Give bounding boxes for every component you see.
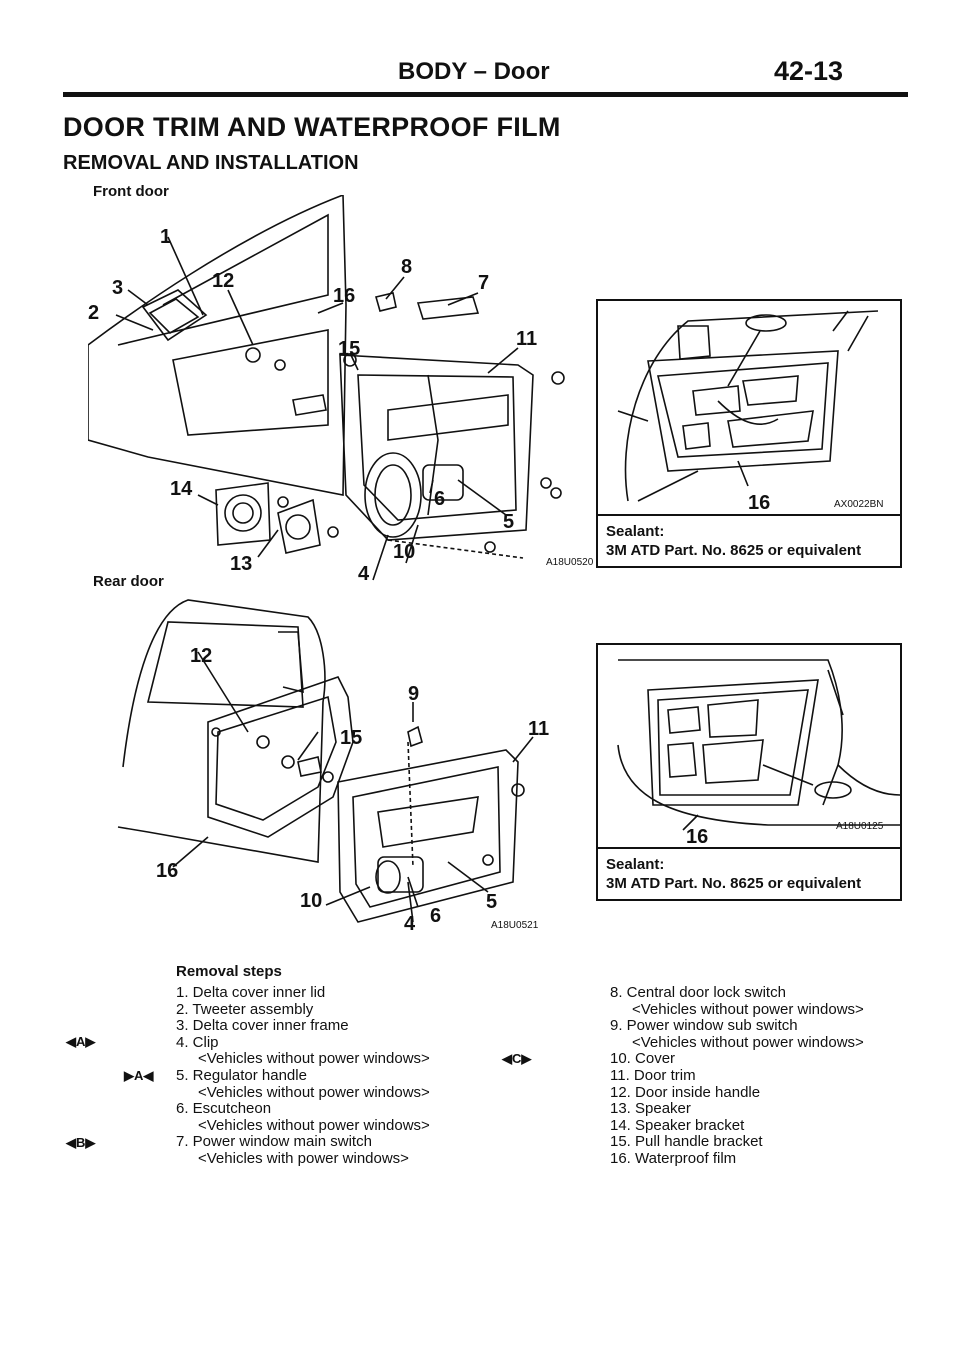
callout-front-11: 11 [516,328,537,350]
step-15: 15. Pull handle bracket [610,1133,763,1151]
callout-rear-15: 15 [340,727,362,749]
callout-front-1: 1 [160,226,171,248]
removal-steps-col1: 1. Delta cover inner lid 2. Tweeter asse… [176,984,430,1168]
step-14: 14. Speaker bracket [610,1116,745,1134]
page-subtitle: REMOVAL AND INSTALLATION [63,152,359,174]
marker-a-remove: ▶A◀ [124,1068,154,1083]
step-16: 16. Waterproof film [610,1149,737,1167]
step-6-condition: <Vehicles without power windows> [198,1116,430,1134]
callout-front-2: 2 [88,302,99,324]
rear-sealant-inset: 16 A18U0125 Sealant: 3M ATD Part. No. 86… [596,643,902,901]
callout-front-14: 14 [170,478,193,500]
rear-door-label: Rear door [93,573,164,590]
removal-steps-heading: Removal steps [176,963,282,980]
step-8-condition: <Vehicles without power windows> [632,1000,864,1018]
step-7-condition: <Vehicles with power windows> [198,1149,409,1167]
front-inset-code: AX0022BN [834,499,883,510]
rear-inset-callout-16: 16 [686,826,708,847]
callout-front-4: 4 [358,563,370,585]
rear-inset-code: A18U0125 [836,821,884,832]
step-3: 3. Delta cover inner frame [176,1017,349,1035]
front-sealant-label: Sealant: [606,523,665,540]
callout-rear-11: 11 [528,718,549,740]
callout-front-16: 16 [333,285,355,307]
header-rule [63,92,908,97]
callout-front-5: 5 [503,511,514,533]
callout-rear-9: 9 [408,683,419,705]
step-5: 5. Regulator handle [176,1066,307,1084]
step-9-condition: <Vehicles without power windows> [632,1033,864,1051]
callout-front-13: 13 [230,553,252,575]
front-sealant-inset: 16 AX0022BN Sealant: 3M ATD Part. No. 86… [596,299,902,568]
step-13: 13. Speaker [610,1100,691,1118]
front-door-label: Front door [93,183,169,200]
marker-a-install: ◀A▶ [66,1034,96,1049]
marker-c: ◀C▶ [502,1051,532,1066]
callout-front-10: 10 [393,541,415,563]
callout-rear-5: 5 [486,891,497,913]
front-door-diagram: 1 2 3 12 16 8 7 15 11 14 6 5 10 13 4 A18… [88,195,594,585]
step-2: 2. Tweeter assembly [176,1000,314,1018]
callout-front-3: 3 [112,277,123,299]
step-4-condition: <Vehicles without power windows> [198,1050,430,1068]
callout-front-6: 6 [434,488,445,510]
step-10: 10. Cover [610,1050,676,1068]
step-5-condition: <Vehicles without power windows> [198,1083,430,1101]
callout-rear-4: 4 [404,913,416,935]
callout-front-7: 7 [478,272,489,294]
callout-rear-10: 10 [300,890,322,912]
page-number: 42-13 [774,56,844,86]
rear-figure-code: A18U0521 [491,920,539,931]
rear-inset-drawing: 16 A18U0125 [617,659,900,847]
front-sealant-text: 3M ATD Part. No. 8625 or equivalent [606,542,862,559]
front-sealant-note: Sealant: 3M ATD Part. No. 8625 or equiva… [598,514,900,566]
callout-front-12: 12 [212,270,234,292]
callout-front-8: 8 [401,256,412,278]
step-11: 11. Door trim [610,1066,696,1084]
step-1: 1. Delta cover inner lid [176,984,326,1001]
callout-rear-16: 16 [156,860,178,882]
rear-door-diagram: 12 9 15 11 16 10 5 4 6 A18U0521 [117,599,549,935]
step-4: 4. Clip [176,1033,219,1051]
front-inset-drawing: 16 AX0022BN [617,310,883,514]
step-8: 8. Central door lock switch [610,984,786,1001]
marker-b: ◀B▶ [66,1135,96,1150]
front-inset-callout-16: 16 [748,492,770,514]
step-7: 7. Power window main switch [176,1133,372,1151]
front-figure-code: A18U0520 [546,557,594,568]
step-6: 6. Escutcheon [176,1100,272,1118]
callout-front-15: 15 [338,338,360,360]
rear-sealant-text: 3M ATD Part. No. 8625 or equivalent [606,875,862,892]
page-title: DOOR TRIM AND WATERPROOF FILM [63,112,561,142]
rear-sealant-note: Sealant: 3M ATD Part. No. 8625 or equiva… [598,847,900,899]
step-12: 12. Door inside handle [610,1083,761,1101]
rear-sealant-label: Sealant: [606,856,665,873]
step-9: 9. Power window sub switch [610,1017,798,1035]
section-title: BODY – Door [398,58,550,85]
callout-rear-6: 6 [430,905,441,927]
removal-steps-col2: 8. Central door lock switch <Vehicles wi… [610,984,864,1168]
callout-rear-12: 12 [190,645,212,667]
